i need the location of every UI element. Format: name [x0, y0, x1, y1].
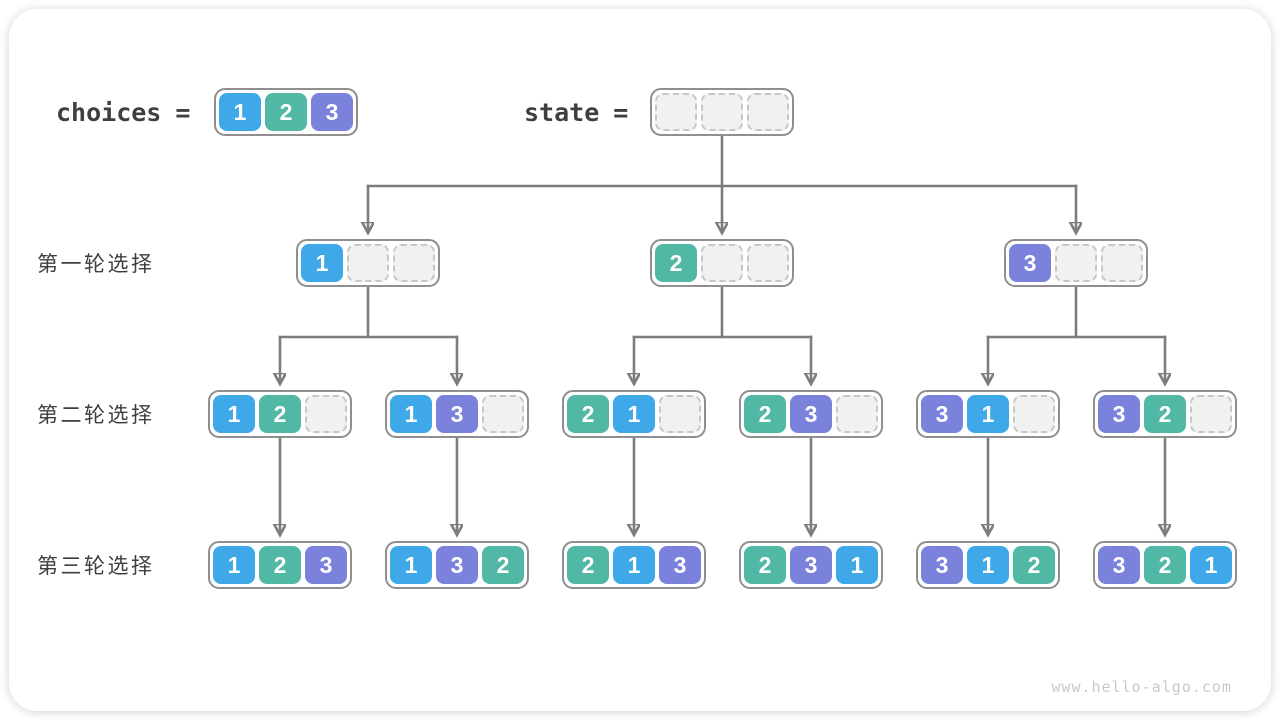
array-cell: 1 — [613, 395, 655, 433]
row-label-round-1: 第一轮选择 — [37, 253, 155, 276]
state-var-name: state — [524, 97, 600, 127]
array-cell: 1 — [213, 546, 255, 584]
array-cell — [393, 244, 435, 282]
array-cell — [482, 395, 524, 433]
array-cell: 1 — [836, 546, 878, 584]
array-cell: 1 — [1190, 546, 1232, 584]
array-cell: 2 — [265, 93, 307, 131]
tree-node: 3 2 — [1093, 390, 1237, 438]
array-cell — [836, 395, 878, 433]
tree-node: 2 1 — [562, 390, 706, 438]
tree-node: 2 3 1 — [739, 541, 883, 589]
tree-node: 2 3 — [739, 390, 883, 438]
choices-array: 1 2 3 — [214, 88, 358, 136]
array-cell: 2 — [1013, 546, 1055, 584]
array-cell — [747, 93, 789, 131]
tree-node: 2 1 3 — [562, 541, 706, 589]
array-cell: 1 — [967, 395, 1009, 433]
array-cell: 2 — [655, 244, 697, 282]
row-label-round-2: 第二轮选择 — [37, 404, 155, 427]
array-cell — [1101, 244, 1143, 282]
tree-node: 1 — [296, 239, 440, 287]
tree-node: 3 — [1004, 239, 1148, 287]
array-cell: 3 — [436, 546, 478, 584]
array-cell — [701, 244, 743, 282]
array-cell: 2 — [259, 395, 301, 433]
state-label: state = — [524, 88, 628, 136]
array-cell — [1055, 244, 1097, 282]
tree-node: 3 2 1 — [1093, 541, 1237, 589]
array-cell: 3 — [790, 395, 832, 433]
array-cell: 2 — [1144, 546, 1186, 584]
choices-label: choices = — [56, 88, 190, 136]
tree-node: 1 3 2 — [385, 541, 529, 589]
watermark: www.hello-algo.com — [1051, 678, 1232, 696]
array-cell: 2 — [744, 546, 786, 584]
array-cell: 1 — [219, 93, 261, 131]
array-cell: 1 — [390, 395, 432, 433]
array-cell: 3 — [436, 395, 478, 433]
diagram-card — [9, 9, 1271, 711]
array-cell — [347, 244, 389, 282]
choices-equals: = — [175, 97, 191, 127]
tree-node: 3 1 2 — [916, 541, 1060, 589]
array-cell: 1 — [613, 546, 655, 584]
array-cell: 2 — [259, 546, 301, 584]
array-cell: 3 — [1009, 244, 1051, 282]
state-array — [650, 88, 794, 136]
array-cell: 3 — [921, 395, 963, 433]
array-cell — [655, 93, 697, 131]
array-cell: 1 — [390, 546, 432, 584]
array-cell: 3 — [659, 546, 701, 584]
array-cell: 2 — [1144, 395, 1186, 433]
array-cell — [701, 93, 743, 131]
array-cell: 2 — [567, 395, 609, 433]
array-cell: 3 — [311, 93, 353, 131]
array-cell: 3 — [921, 546, 963, 584]
array-cell — [659, 395, 701, 433]
tree-node: 1 2 — [208, 390, 352, 438]
array-cell — [305, 395, 347, 433]
tree-node: 1 3 — [385, 390, 529, 438]
row-label-round-3: 第三轮选择 — [37, 555, 155, 578]
array-cell — [1190, 395, 1232, 433]
array-cell: 3 — [305, 546, 347, 584]
array-cell: 3 — [1098, 546, 1140, 584]
state-equals: = — [613, 97, 629, 127]
array-cell: 2 — [567, 546, 609, 584]
array-cell: 3 — [1098, 395, 1140, 433]
array-cell: 1 — [213, 395, 255, 433]
array-cell — [1013, 395, 1055, 433]
array-cell — [747, 244, 789, 282]
tree-node: 2 — [650, 239, 794, 287]
tree-node: 1 2 3 — [208, 541, 352, 589]
array-cell: 3 — [790, 546, 832, 584]
array-cell: 2 — [482, 546, 524, 584]
tree-node: 3 1 — [916, 390, 1060, 438]
array-cell: 1 — [301, 244, 343, 282]
choices-var-name: choices — [56, 97, 162, 127]
array-cell: 2 — [744, 395, 786, 433]
array-cell: 1 — [967, 546, 1009, 584]
